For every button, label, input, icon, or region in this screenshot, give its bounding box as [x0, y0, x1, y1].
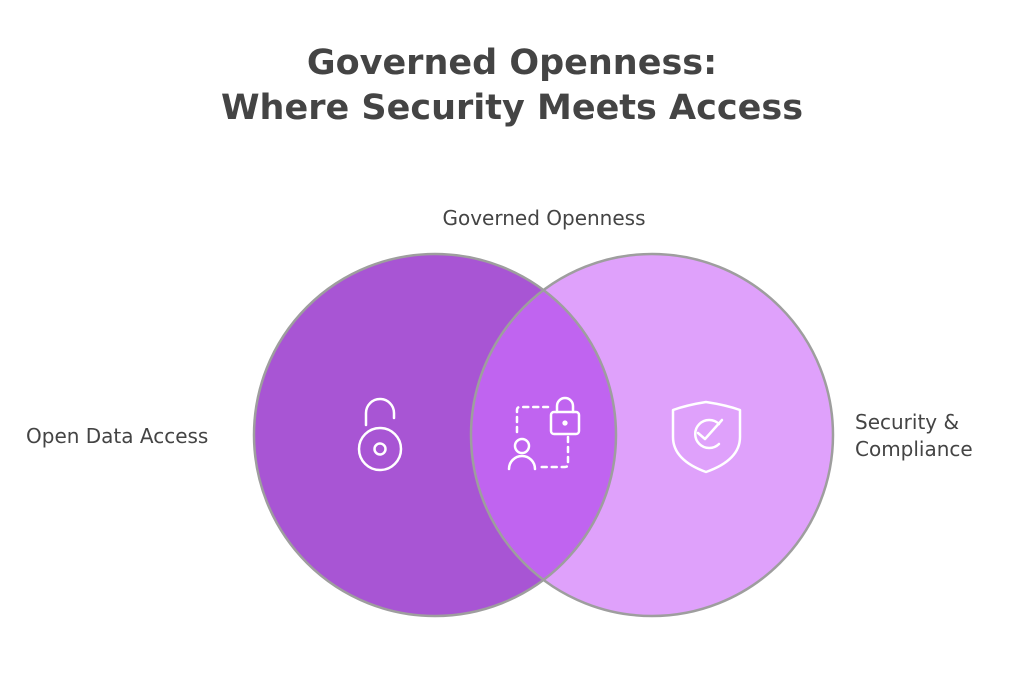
intersection-label: Governed Openness	[442, 206, 646, 230]
user-with-lock-icon	[507, 396, 581, 471]
diagram-title-line2: Where Security Meets Access	[220, 88, 804, 128]
right-set-label-line1: Security &	[855, 410, 960, 434]
unlocked-padlock-icon	[357, 397, 403, 472]
left-set-outline	[252, 252, 618, 618]
diagram-title-line1: Governed Openness:	[306, 43, 718, 83]
intersection-region	[471, 254, 616, 616]
right-set-label: Security & Compliance	[855, 409, 973, 463]
right-set-label-line2: Compliance	[855, 437, 973, 461]
left-set-label: Open Data Access	[26, 424, 209, 448]
shield-check-icon	[671, 400, 742, 474]
right-set-outline	[469, 252, 835, 618]
